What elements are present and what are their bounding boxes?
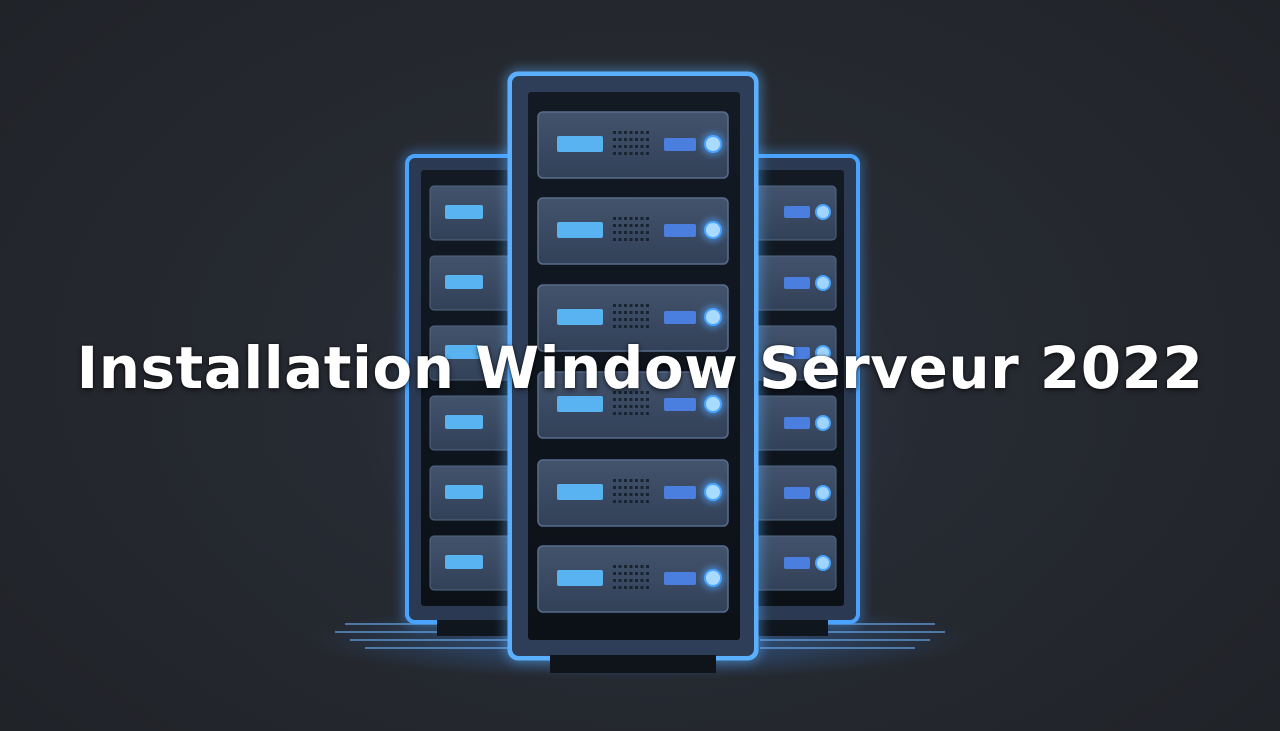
- server-bay-icon: [745, 185, 837, 591]
- server-rack-icon: [507, 71, 759, 673]
- page-title: Installation Window Serveur 2022: [76, 334, 1204, 402]
- server-bay-icon: [537, 111, 729, 613]
- server-rack-icon: [738, 154, 860, 636]
- server-rack-icon: [405, 154, 529, 636]
